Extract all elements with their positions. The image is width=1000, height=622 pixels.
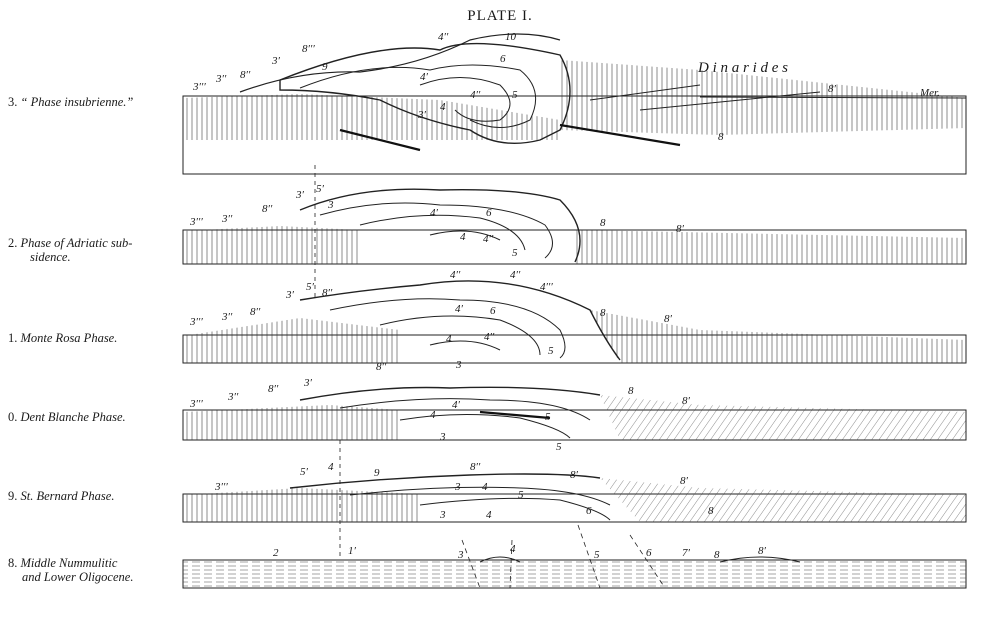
formation-label: 4′′ [438, 31, 449, 43]
formation-label: 8 [628, 385, 634, 397]
formation-label: 8′ [828, 83, 837, 95]
formation-label: 3′′′ [192, 81, 206, 93]
formation-label: 3′ [285, 289, 295, 301]
formation-label: 5 [556, 441, 562, 453]
formation-label: Mer. [919, 87, 940, 99]
formation-label: 4 [440, 101, 446, 113]
formation-label: 3′ [417, 109, 427, 121]
formation-label: 1′ [348, 545, 357, 557]
formation-label: 3′′′ [189, 398, 203, 410]
formation-label: 6 [646, 547, 652, 559]
formation-label: 4′ [452, 399, 461, 411]
formation-label: 4′′ [470, 89, 481, 101]
formation-label: 3′ [271, 55, 281, 67]
formation-label: 8 [708, 505, 714, 517]
formation-label: 8′′ [322, 287, 333, 299]
formation-label: 4′′ [484, 331, 495, 343]
formation-label: 4 [446, 333, 452, 345]
formation-label: 3′′′ [189, 316, 203, 328]
formation-label: 5 [545, 411, 551, 423]
formation-label: 9 [322, 61, 328, 73]
formation-label: 3 [439, 431, 446, 443]
section-phase-9 [183, 474, 966, 522]
formation-label: 4′′ [450, 269, 461, 281]
formation-label: 8 [600, 307, 606, 319]
formation-label: 8 [718, 131, 724, 143]
formation-label: 3′′ [227, 391, 239, 403]
formation-label: 6 [490, 305, 496, 317]
formation-label: 4 [460, 231, 466, 243]
section-phase-8 [183, 525, 966, 588]
formation-label: 8′ [664, 313, 673, 325]
formation-label: 3 [327, 199, 334, 211]
formation-label: 8′ [682, 395, 691, 407]
formation-label: 8′′ [262, 203, 273, 215]
section-phase-3 [183, 34, 966, 174]
formation-label: 3′′′ [214, 481, 228, 493]
formation-label: 8′ [570, 469, 579, 481]
formation-label: 3 [455, 359, 462, 371]
formation-label: 5′ [300, 466, 309, 478]
formation-label: 4 [482, 481, 488, 493]
formation-label: 5′ [306, 281, 315, 293]
formation-label: 6 [486, 207, 492, 219]
formation-label: 4′′′ [540, 281, 553, 293]
formation-label: 2 [273, 547, 279, 559]
formation-label: 9 [374, 467, 380, 479]
formation-label: 6 [586, 505, 592, 517]
formation-label: 3′ [295, 189, 305, 201]
formation-label: 8 [600, 217, 606, 229]
formation-label: 3 [457, 549, 464, 561]
formation-label: 5 [548, 345, 554, 357]
formation-label: 4 [430, 409, 436, 421]
formation-label: 4′′ [483, 233, 494, 245]
formation-label: 4′ [430, 207, 439, 219]
formation-label: 5 [594, 549, 600, 561]
formation-label: 5 [512, 247, 518, 259]
formation-label: 8′′′ [302, 43, 315, 55]
formation-label: 5 [512, 89, 518, 101]
formation-label: 8′ [680, 475, 689, 487]
formation-label: 5 [518, 489, 524, 501]
formation-label: 8′′ [376, 361, 387, 373]
formation-label: 8′′ [250, 306, 261, 318]
formation-label: 3′′ [221, 213, 233, 225]
formation-label: 4 [510, 543, 516, 555]
section-phase-0 [183, 387, 966, 440]
formation-label: 8′′ [240, 69, 251, 81]
formation-label: 4′′ [510, 269, 521, 281]
formation-label: 3 [454, 481, 461, 493]
formation-label: 4 [328, 461, 334, 473]
formation-label: 8′ [676, 223, 685, 235]
formation-label: 8′ [758, 545, 767, 557]
formation-label: 8′′ [268, 383, 279, 395]
dinarides-label: D i n a r i d e s [697, 60, 788, 76]
formation-label: 3 [439, 509, 446, 521]
formation-label: 10 [505, 31, 517, 43]
formation-label: 4′ [455, 303, 464, 315]
formation-label: 3′′ [221, 311, 233, 323]
formation-label: 7′ [682, 547, 691, 559]
formation-label: 4′ [420, 71, 429, 83]
formation-label: 3′′ [215, 73, 227, 85]
formation-label: 3′′′ [189, 216, 203, 228]
formation-label: 4 [486, 509, 492, 521]
formation-label: 8 [714, 549, 720, 561]
formation-label: 8′′ [470, 461, 481, 473]
section-phase-1 [183, 281, 966, 363]
formation-label: 6 [500, 53, 506, 65]
formation-label: 5′ [316, 183, 325, 195]
formation-label: 3′ [303, 377, 313, 389]
